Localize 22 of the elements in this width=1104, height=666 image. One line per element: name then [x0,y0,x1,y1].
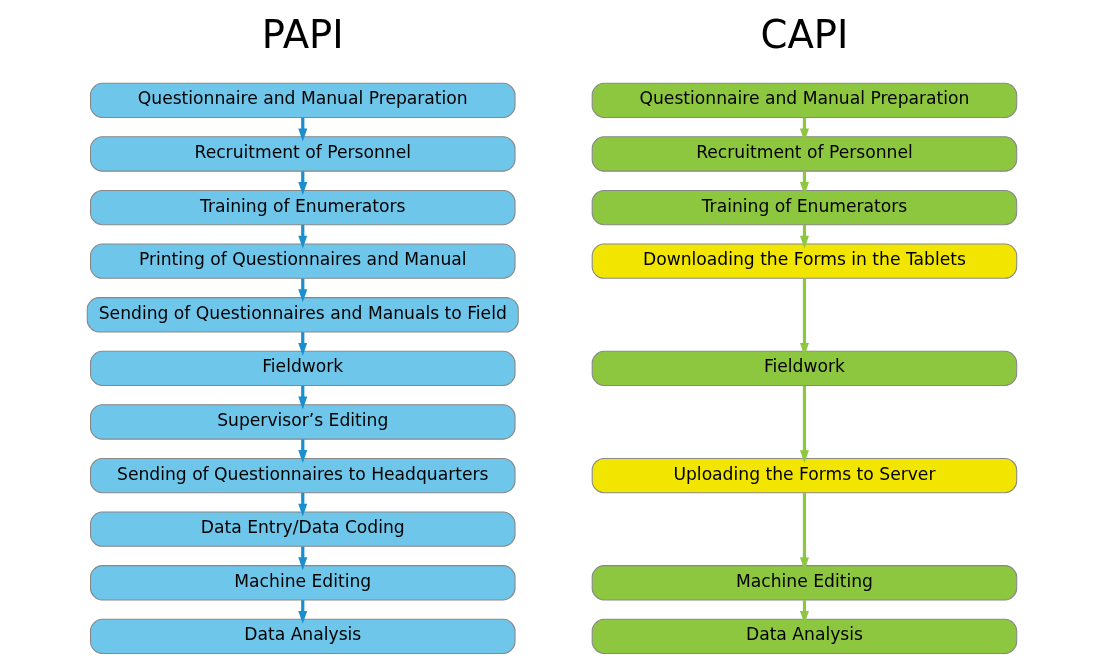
node-box: Data Entry/Data Coding [89,511,516,547]
node-box: Sending of Questionnaires and Manuals to Field [86,297,519,333]
node-box: Data Analysis [89,618,516,655]
node-box: Training of Enumerators [89,189,516,226]
node-box: Data Analysis [591,618,1018,655]
label: CAPI [760,11,849,57]
label: PAPI [261,11,344,57]
node-box: Recruitment of Personnel [591,136,1018,172]
node-box: Machine Editing [591,565,1018,601]
node-box: Supervisor’s Editing [89,404,516,440]
node-box: Training of Enumerators [591,189,1018,226]
node-box: Questionnaire and Manual Preparation [89,82,516,119]
node-box: Sending of Questionnaires to Headquarters [89,457,516,494]
node-box: Questionnaire and Manual Preparation [591,82,1018,119]
arrow [799,385,809,464]
node-box: Machine Editing [89,565,516,601]
node-box: Uploading the Forms to Server [591,457,1018,494]
node-box: Recruitment of Personnel [89,136,516,172]
node-box: Fieldwork [591,350,1018,387]
node-box: Downloading the Forms in the Tablets [591,243,1018,279]
node-box: Fieldwork [89,350,516,387]
node-box: Printing of Questionnaires and Manual [89,243,516,279]
